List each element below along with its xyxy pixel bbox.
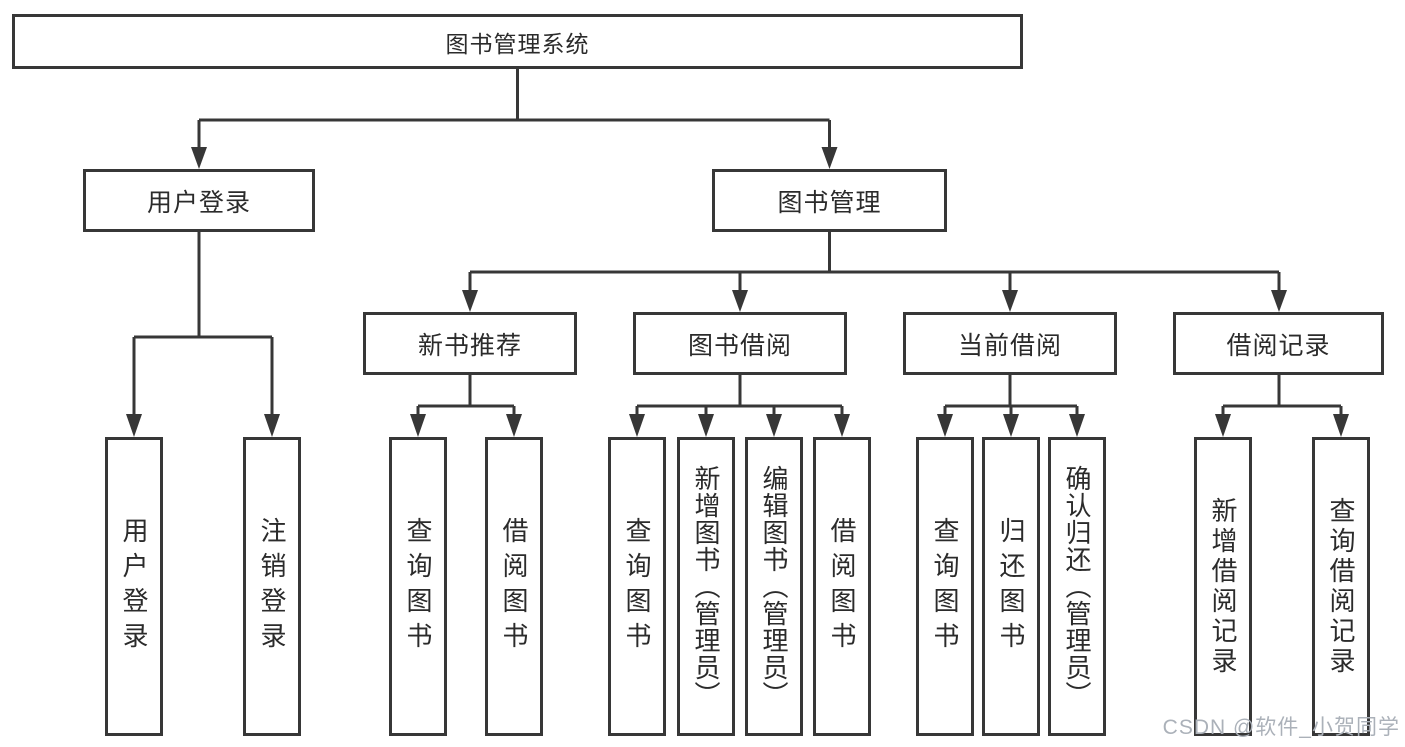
arrowhead (937, 414, 953, 437)
arrowhead (264, 414, 280, 437)
leaf-current-confirm-return-admin-label: 确认归还（管理员） (1062, 465, 1092, 708)
node-borrow-records: 借阅记录 (1173, 312, 1384, 375)
arrowhead (1215, 414, 1231, 437)
node-user-login-group: 用户登录 (83, 169, 315, 232)
arrowhead (1333, 414, 1349, 437)
leaf-borrow-query-book: 查询图书 (608, 437, 666, 736)
arrowhead (732, 290, 748, 312)
arrowhead (766, 414, 782, 437)
arrowhead (834, 414, 850, 437)
leaf-current-query-book: 查询图书 (916, 437, 974, 736)
arrowhead (629, 414, 645, 437)
leaf-user-login: 用户登录 (105, 437, 163, 736)
leaf-current-query-book-label: 查询图书 (930, 516, 960, 657)
leaf-borrow-query-book-label: 查询图书 (622, 516, 652, 657)
node-current-borrow: 当前借阅 (903, 312, 1117, 375)
arrowhead (410, 414, 426, 437)
leaf-logout-label: 注销登录 (257, 516, 287, 657)
arrowhead (506, 414, 522, 437)
arrowhead (462, 290, 478, 312)
leaf-recommend-borrow-book-label: 借阅图书 (499, 516, 529, 657)
node-book-management: 图书管理 (712, 169, 947, 232)
arrowhead (1069, 414, 1085, 437)
leaf-borrow-borrow-book: 借阅图书 (813, 437, 871, 736)
leaf-recommend-query-book: 查询图书 (389, 437, 447, 736)
leaf-records-add-record-label: 新增借阅记录 (1208, 496, 1238, 677)
arrowhead (1271, 290, 1287, 312)
leaf-borrow-edit-book-admin-label: 编辑图书（管理员） (759, 465, 789, 708)
leaf-current-return-book-label: 归还图书 (996, 516, 1026, 657)
leaf-borrow-add-book-admin: 新增图书（管理员） (677, 437, 735, 736)
leaf-recommend-query-book-label: 查询图书 (403, 516, 433, 657)
leaf-current-return-book: 归还图书 (982, 437, 1040, 736)
leaf-user-login-label: 用户登录 (119, 516, 149, 657)
leaf-records-query-record: 查询借阅记录 (1312, 437, 1370, 736)
leaf-current-confirm-return-admin: 确认归还（管理员） (1048, 437, 1106, 736)
leaf-recommend-borrow-book: 借阅图书 (485, 437, 543, 736)
arrowhead (126, 414, 142, 437)
arrowhead (1003, 414, 1019, 437)
arrowhead (821, 147, 838, 169)
leaf-records-add-record: 新增借阅记录 (1194, 437, 1252, 736)
node-new-book-recommend: 新书推荐 (363, 312, 577, 375)
leaf-logout: 注销登录 (243, 437, 301, 736)
csdn-watermark: CSDN @软件_小贺同学 (1162, 716, 1400, 739)
arrowhead (698, 414, 714, 437)
leaf-borrow-borrow-book-label: 借阅图书 (827, 516, 857, 657)
arrowhead (191, 147, 207, 169)
arrowhead (1002, 290, 1018, 312)
leaf-borrow-edit-book-admin: 编辑图书（管理员） (745, 437, 803, 736)
node-book-borrow: 图书借阅 (633, 312, 847, 375)
leaf-borrow-add-book-admin-label: 新增图书（管理员） (691, 465, 721, 708)
node-library-system: 图书管理系统 (12, 14, 1023, 69)
leaf-records-query-record-label: 查询借阅记录 (1326, 496, 1356, 677)
